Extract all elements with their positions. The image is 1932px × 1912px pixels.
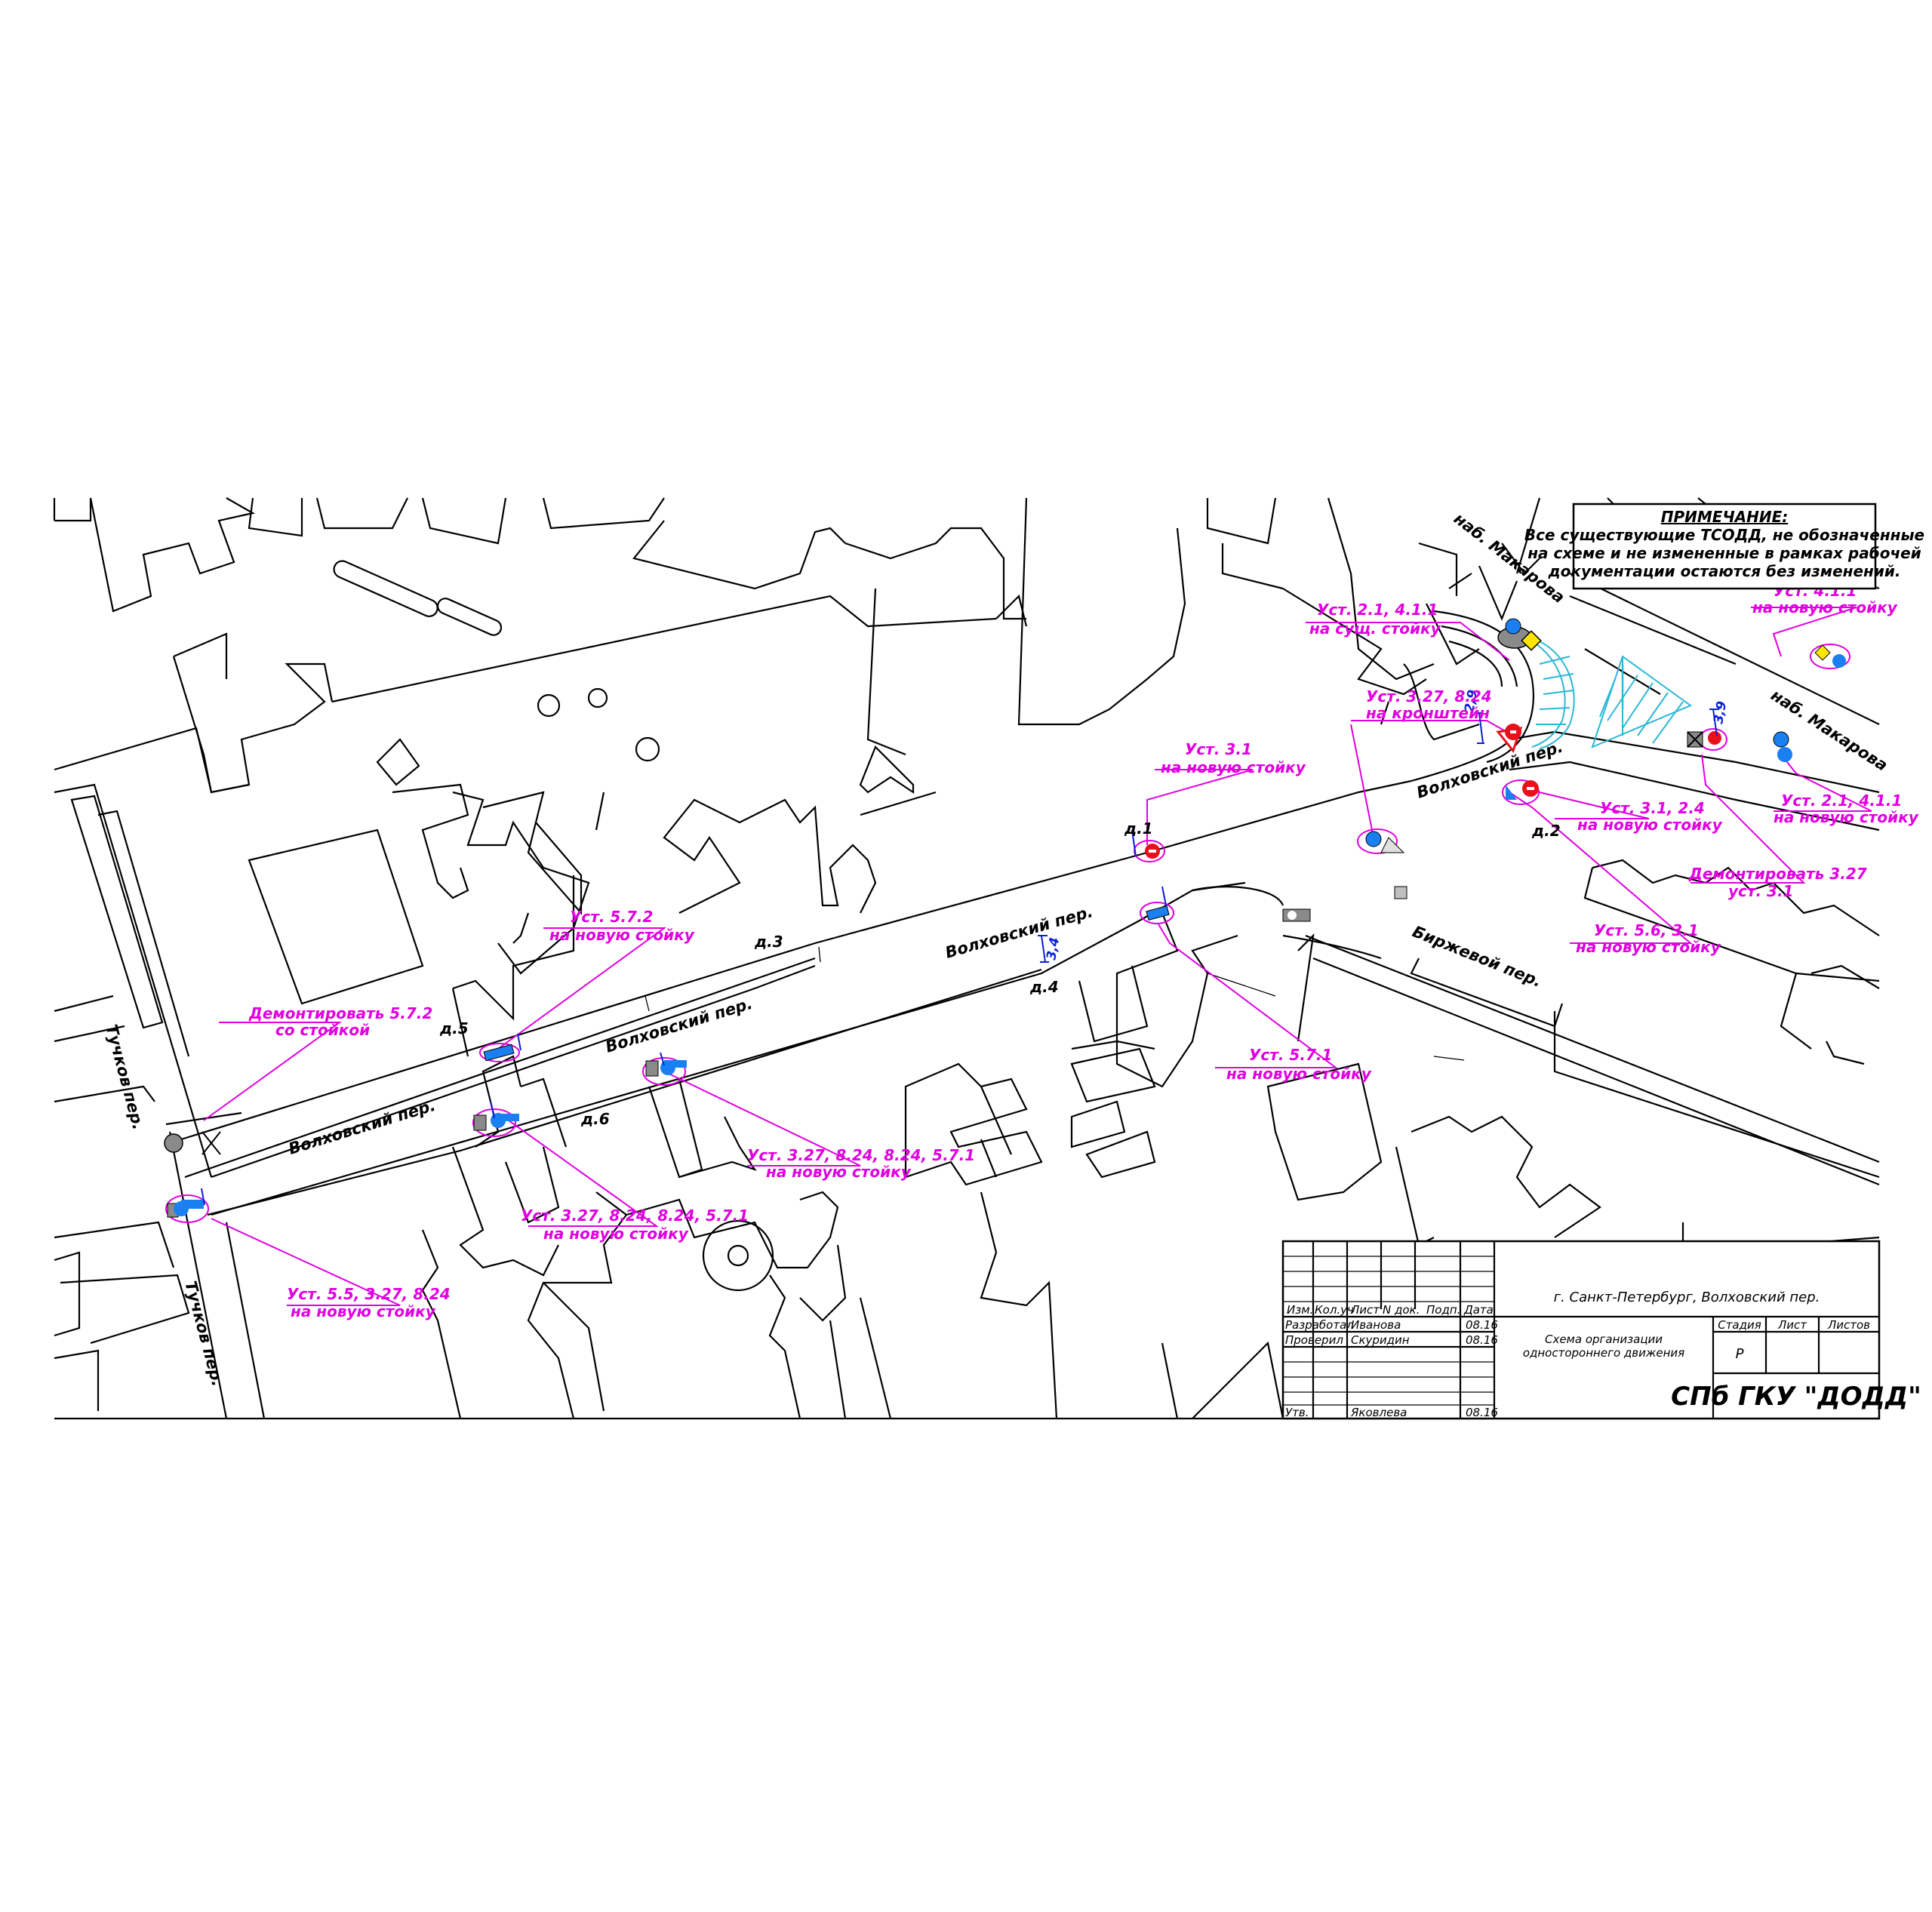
road-sign-markers	[164, 618, 1850, 1223]
stage-value: Р	[1736, 1346, 1744, 1362]
callout-line: Уст. 2.1, 4.1.1	[1781, 792, 1902, 810]
document-title: Схема организации	[1545, 1333, 1663, 1346]
callout-line: Демонтировать 3.27	[1688, 865, 1867, 883]
callouts: Уст. 2.1, 4.1.1 на сущ. стойку Уст. 4.1.…	[248, 582, 1919, 1320]
table-header: N док.	[1383, 1303, 1420, 1317]
island-hatching	[1531, 641, 1693, 749]
callout-line: на новую стойку	[1576, 938, 1721, 956]
house-number: д.5	[439, 1019, 469, 1037]
callout-line: Уст. 5.7.1	[1249, 1046, 1332, 1064]
table-header: Подп.	[1426, 1303, 1460, 1317]
callout-line: Уст. 3.1	[1185, 740, 1252, 758]
callout-line: Демонтировать 5.7.2	[248, 1004, 432, 1022]
callout-line: на новую стойку	[1774, 808, 1919, 826]
callout: Уст. 3.27, 8.24, 8.24, 5.7.1 на новую ст…	[521, 1207, 749, 1243]
callout-line: на новую стойку	[1577, 816, 1723, 834]
table-header: Дата	[1463, 1303, 1494, 1317]
table-cell: Проверил	[1285, 1333, 1343, 1347]
callout: Уст. 3.27, 8.24, 8.24, 5.7.1 на новую ст…	[747, 1146, 975, 1181]
callout-line: на новую стойку	[291, 1302, 436, 1320]
note-title: ПРИМЕЧАНИЕ:	[1661, 508, 1788, 526]
callout-line: на новую стойку	[549, 926, 695, 944]
note-box: ПРИМЕЧАНИЕ: Все существующие ТСОДД, не о…	[1524, 503, 1924, 590]
priority-road-sign-icon	[1521, 630, 1542, 651]
callout-line: со стойкой	[275, 1021, 370, 1039]
straight-ahead-sign-icon	[1832, 654, 1846, 668]
callout: Уст. 5.7.1 на новую стойку	[1226, 1046, 1372, 1083]
callout-line: Уст. 2.1, 4.1.1	[1317, 601, 1438, 619]
stage-header: Стадия	[1718, 1318, 1761, 1332]
house-numbers: д.1 д.2 д.3 д.4 д.5 д.6	[439, 819, 1561, 1128]
stage-header: Листов	[1827, 1318, 1870, 1332]
callout-line: на новую стойку	[1226, 1065, 1372, 1083]
house-number: д.1	[1124, 819, 1153, 838]
callout-line: Уст. 3.27, 8.24, 8.24, 5.7.1	[521, 1207, 749, 1225]
table-cell: Утв.	[1285, 1406, 1309, 1419]
table-cell: Разработал	[1285, 1318, 1354, 1332]
direction-sign-icon	[1773, 731, 1789, 748]
table-cell: Иванова	[1351, 1318, 1401, 1332]
house-number: д.4	[1029, 978, 1059, 996]
dimension-markers	[201, 709, 1719, 1206]
callout: Уст. 2.1, 4.1.1 на новую стойку	[1774, 792, 1919, 826]
house-number: д.3	[754, 933, 783, 951]
note-line: документации остаются без изменений.	[1547, 562, 1900, 580]
table-cell: Скуридин	[1351, 1333, 1410, 1347]
stage-header: Лист	[1777, 1318, 1807, 1332]
callout: Уст. 5.7.2 на новую стойку	[549, 908, 695, 944]
callout-line: Уст. 5.6, 3.1	[1594, 921, 1699, 939]
house-number: д.2	[1531, 822, 1561, 840]
callout-line: Уст. 3.1, 2.4	[1600, 799, 1705, 817]
callout: Уст. 5.6, 3.1 на новую стойку	[1576, 921, 1721, 956]
callout-line: Уст. 3.27, 8.24	[1366, 687, 1492, 705]
callout: Уст. 3.1 на новую стойку	[1161, 740, 1306, 776]
organization-name: СПб ГКУ "ДОДД"	[1671, 1382, 1921, 1412]
callout: Демонтировать 5.7.2 со стойкой	[248, 1004, 432, 1039]
callout: Уст. 3.27, 8.24 на кронштейн	[1366, 687, 1492, 722]
base-map	[53, 497, 1880, 1419]
callout-line: Уст. 5.7.2	[570, 908, 653, 926]
callout-line: уст. 3.1	[1728, 882, 1793, 900]
callout-line: Уст. 3.27, 8.24, 8.24, 5.7.1	[747, 1146, 975, 1164]
location-title: г. Санкт-Петербург, Волховский пер.	[1554, 1290, 1820, 1305]
table-header: Кол.уч	[1315, 1303, 1354, 1317]
callout: Уст. 2.1, 4.1.1 на сущ. стойку	[1309, 601, 1441, 638]
table-cell: Яковлева	[1350, 1406, 1407, 1419]
callout-line: на новую стойку	[1752, 598, 1898, 616]
table-cell: 08.16	[1466, 1318, 1498, 1332]
callout-line: на новую стойку	[543, 1225, 689, 1243]
callout: Уст. 3.1, 2.4 на новую стойку	[1577, 799, 1723, 834]
house-number: д.6	[580, 1110, 610, 1128]
table-cell: 08.16	[1466, 1333, 1498, 1347]
callout-line: на новую стойку	[766, 1163, 912, 1181]
callout: Уст. 5.5, 3.27, 8.24 на новую стойку	[287, 1285, 451, 1320]
table-header: Лист	[1350, 1303, 1380, 1317]
table-header: Изм.	[1287, 1303, 1313, 1317]
title-block: Изм. Кол.уч Лист N док. Подп. Дата Разра…	[1281, 1240, 1921, 1420]
table-cell: 08.16	[1466, 1406, 1498, 1419]
callout: Демонтировать 3.27 уст. 3.1	[1688, 865, 1867, 900]
note-line: на схеме и не измененные в рамках рабоче…	[1527, 544, 1921, 562]
document-title: одностороннего движения	[1523, 1346, 1684, 1360]
callout-line: на сущ. стойку	[1309, 619, 1441, 638]
callout-line: Уст. 5.5, 3.27, 8.24	[287, 1285, 451, 1303]
note-line: Все существующие ТСОДД, не обозначенные	[1524, 526, 1924, 544]
callout-line: на кронштейн	[1366, 704, 1490, 722]
callout-line: на новую стойку	[1161, 758, 1306, 776]
